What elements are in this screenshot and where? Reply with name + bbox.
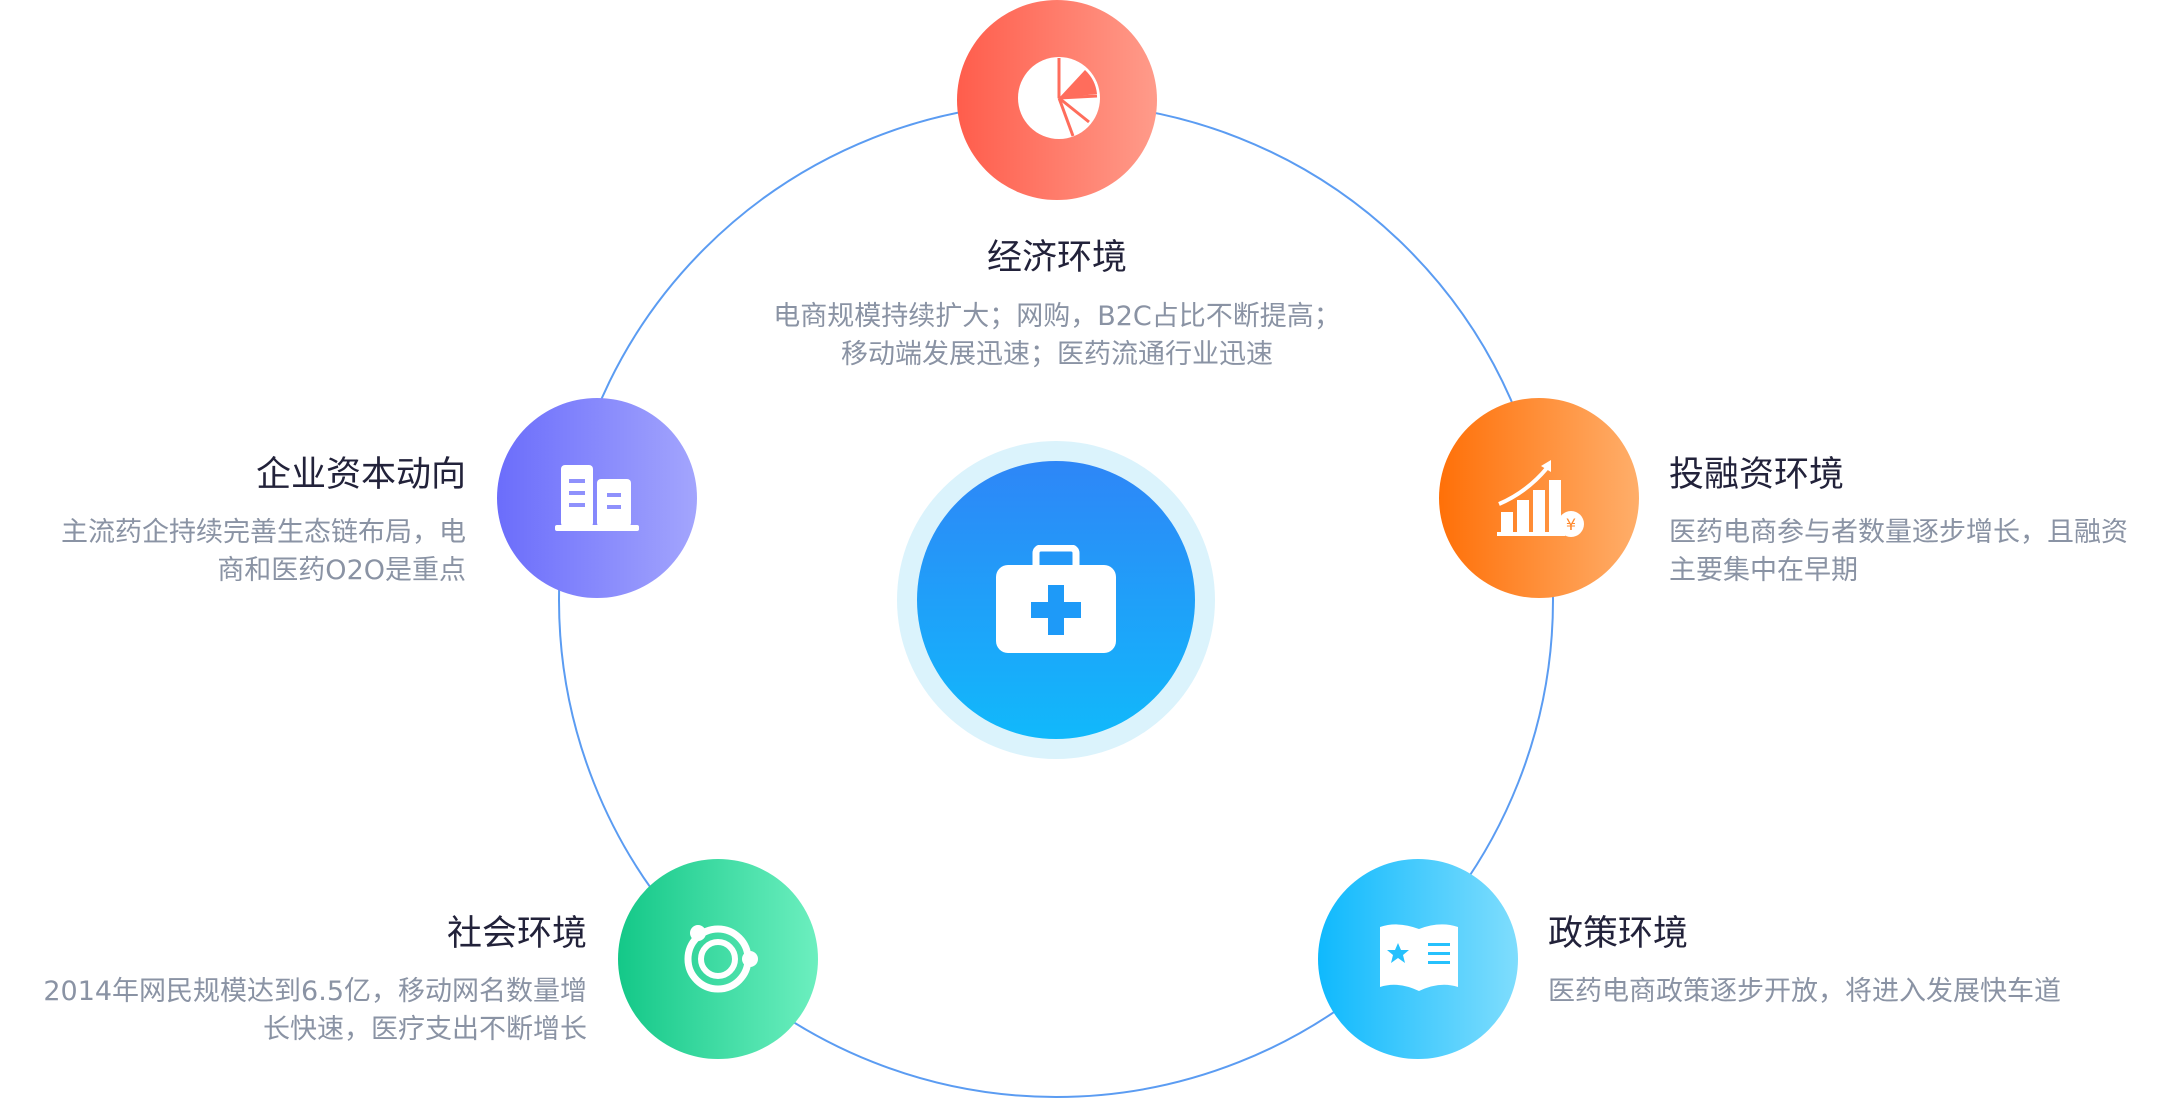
description-line: 医药电商参与者数量逐步增长，且融资 <box>1669 517 2128 548</box>
node-title: 经济环境 <box>986 238 1127 278</box>
description-line: 商和医药O2O是重点 <box>217 555 466 586</box>
node-title: 企业资本动向 <box>255 455 466 495</box>
node-description: 医药电商政策逐步开放，将进入发展快车道 <box>1548 973 2148 1011</box>
node-economic <box>957 0 1157 200</box>
node-description: 电商规模持续扩大；网购，B2C占比不断提高； 移动端发展迅速；医药流通行业迅速 <box>657 298 1457 374</box>
node-social <box>618 859 818 1059</box>
orbit-icon <box>684 925 758 993</box>
pie-chart-icon <box>1018 57 1100 139</box>
policy-book-icon <box>1380 924 1458 991</box>
node-title: 政策环境 <box>1548 914 1689 954</box>
description-line: 移动端发展迅速；医药流通行业迅速 <box>841 339 1273 370</box>
description-line: 2014年网民规模达到6.5亿，移动网名数量增 <box>43 976 587 1007</box>
growth-chart-icon: ¥ <box>1497 460 1584 537</box>
description-line: 主要集中在早期 <box>1669 555 1858 586</box>
node-investment: ¥ <box>1439 398 1639 598</box>
node-title: 投融资环境 <box>1669 455 1845 495</box>
node-description: 主流药企持续完善生态链布局，电 商和医药O2O是重点 <box>0 514 466 590</box>
description-line: 电商规模持续扩大；网购，B2C占比不断提高； <box>773 301 1341 332</box>
node-description: 2014年网民规模达到6.5亿，移动网名数量增 长快速，医疗支出不断增长 <box>0 973 587 1049</box>
node-policy <box>1318 859 1518 1059</box>
node-corporate-capital <box>497 398 697 598</box>
node-title: 社会环境 <box>446 914 587 954</box>
node-description: 医药电商参与者数量逐步增长，且融资 主要集中在早期 <box>1669 514 2168 590</box>
description-line: 医药电商政策逐步开放，将进入发展快车道 <box>1548 976 2061 1007</box>
svg-text:¥: ¥ <box>1566 515 1576 534</box>
buildings-icon <box>555 465 639 531</box>
center-hub <box>917 461 1195 739</box>
description-line: 主流药企持续完善生态链布局，电 <box>61 517 466 548</box>
description-line: 长快速，医疗支出不断增长 <box>263 1014 587 1045</box>
medical-kit-icon <box>996 545 1116 653</box>
